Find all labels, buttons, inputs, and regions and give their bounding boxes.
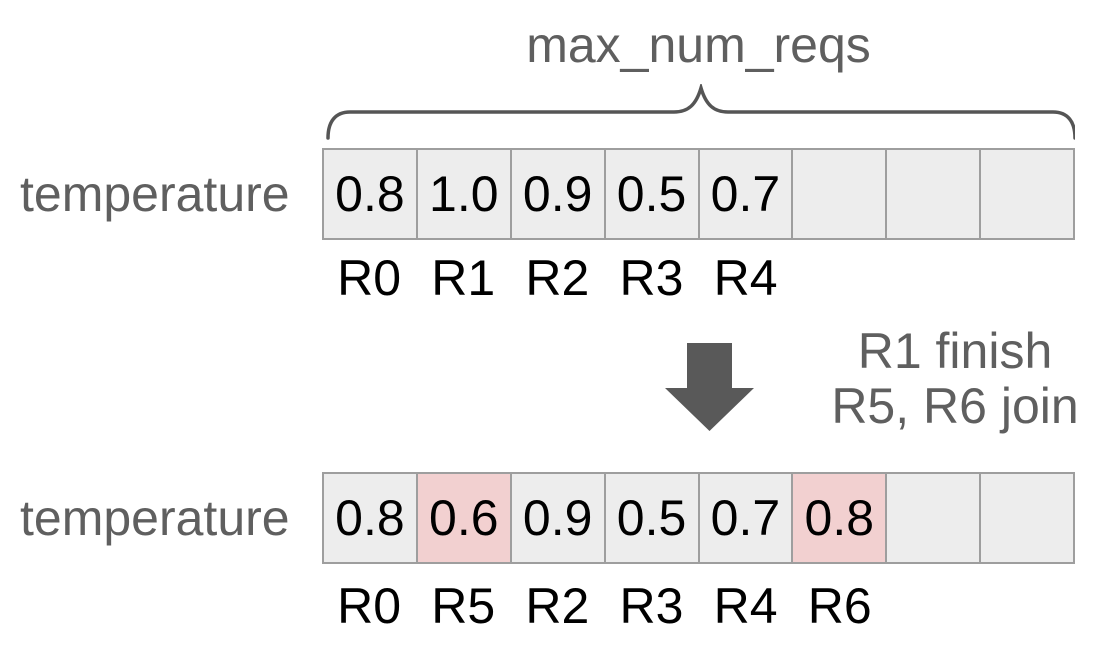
request-label <box>887 578 981 634</box>
array-cell: 0.7 <box>699 150 794 238</box>
request-label: R4 <box>713 578 778 634</box>
request-labels-after: R0 R5 R2 R3 R4 R6 <box>322 578 1075 634</box>
request-label: R3 <box>619 578 684 634</box>
request-label: R0 <box>337 578 402 634</box>
request-label: R6 <box>807 578 872 634</box>
transition-note: R1 finish R5, R6 join <box>805 324 1105 434</box>
array-cell: 1.0 <box>417 150 512 238</box>
array-before: 0.8 1.0 0.9 0.5 0.7 <box>322 148 1075 240</box>
request-label <box>981 250 1075 306</box>
request-label: R3 <box>619 250 684 306</box>
array-cell: 0.8 <box>324 150 418 238</box>
request-label <box>981 578 1075 634</box>
array-cell: 0.9 <box>511 150 606 238</box>
request-label: R5 <box>431 578 496 634</box>
array-after: 0.8 0.6 0.9 0.5 0.7 0.8 <box>322 472 1075 564</box>
down-arrow-icon <box>665 343 754 431</box>
transition-note-line2: R5, R6 join <box>831 378 1079 434</box>
array-cell: 0.5 <box>605 150 700 238</box>
request-label <box>793 250 887 306</box>
array-cell: 0.5 <box>605 474 700 562</box>
array-cell-highlighted: 0.6 <box>417 474 512 562</box>
temperature-label-after: temperature <box>20 490 290 546</box>
array-cell: 0.7 <box>699 474 794 562</box>
array-cell <box>981 474 1073 562</box>
array-cell <box>887 150 982 238</box>
array-cell: 0.9 <box>511 474 606 562</box>
array-cell <box>981 150 1073 238</box>
request-label: R4 <box>713 250 778 306</box>
request-label <box>887 250 981 306</box>
array-cell <box>887 474 982 562</box>
curly-brace <box>326 84 1075 140</box>
array-cell: 0.8 <box>324 474 418 562</box>
max-num-reqs-label: max_num_reqs <box>526 17 871 73</box>
request-label: R2 <box>525 578 590 634</box>
request-label: R2 <box>525 250 590 306</box>
array-cell <box>793 150 888 238</box>
request-label: R0 <box>337 250 402 306</box>
transition-note-line1: R1 finish <box>857 323 1053 379</box>
request-labels-before: R0 R1 R2 R3 R4 <box>322 250 1075 306</box>
temperature-label-before: temperature <box>20 166 290 222</box>
request-label: R1 <box>431 250 496 306</box>
array-cell-highlighted: 0.8 <box>793 474 888 562</box>
